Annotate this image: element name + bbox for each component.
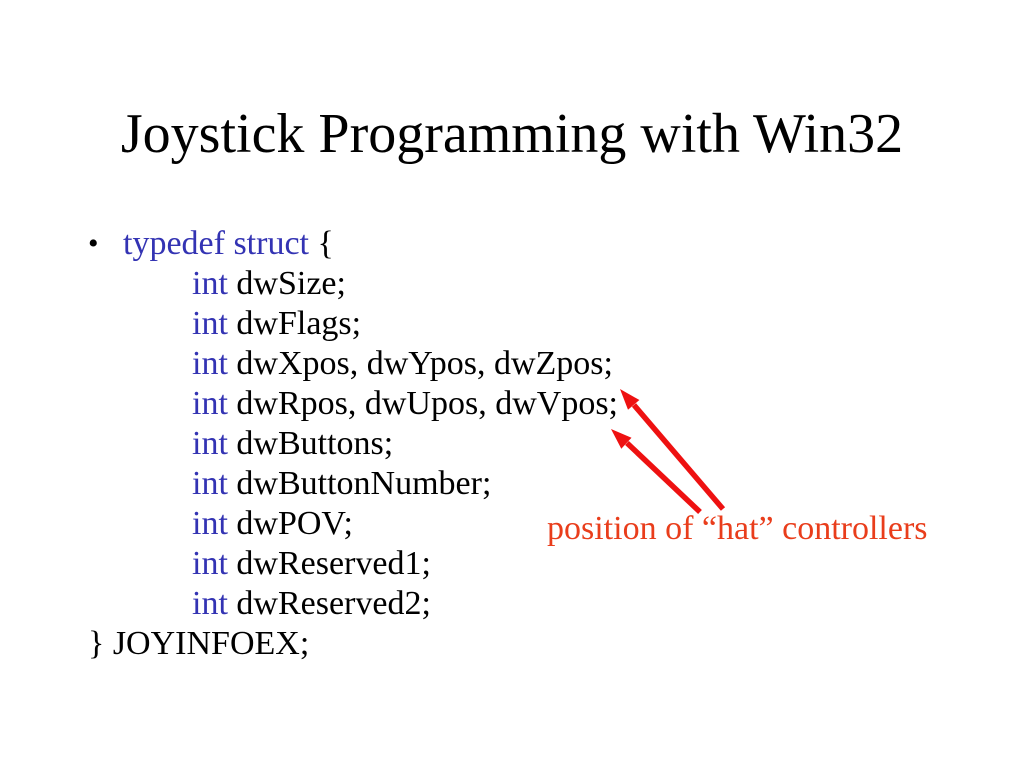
code-line: • typedef struct { [0,224,618,264]
code-line: int dwReserved2; [0,584,618,624]
code-keyword: int [192,385,228,422]
code-line: int dwReserved1; [0,544,618,584]
code-keyword: int [192,545,228,582]
code-text: dwButtons; [227,425,394,462]
code-text: dwRpos, dwUpos, dwVpos; [227,385,618,422]
code-text: { [309,225,334,262]
bullet-marker: • [88,227,99,260]
code-line: int dwButtons; [0,424,618,464]
code-text: dwReserved1; [227,545,431,582]
code-text: dwFlags; [227,305,362,342]
code-text: dwReserved2; [227,585,431,622]
annotation-arrow-upper-icon [620,389,726,511]
code-keyword: int [192,425,228,462]
annotation-label: position of “hat” controllers [547,510,928,547]
code-keyword: int [192,465,228,502]
code-keyword: int [192,505,228,542]
code-block: • typedef struct { int dwSize; int dwFlag… [0,224,618,664]
code-line: int dwRpos, dwUpos, dwVpos; [0,384,618,424]
code-text: dwSize; [227,265,346,302]
code-line: int dwButtonNumber; [0,464,618,504]
code-text: dwButtonNumber; [227,465,492,502]
annotation-arrow-lower-icon [611,429,702,514]
code-keyword: typedef struct [123,225,309,262]
code-keyword: int [192,265,228,302]
code-text: dwXpos, dwYpos, dwZpos; [227,345,613,382]
code-line: int dwPOV; [0,504,618,544]
code-line: int dwXpos, dwYpos, dwZpos; [0,344,618,384]
slide-title: Joystick Programming with Win32 [120,103,904,165]
code-line: } JOYINFOEX; [0,624,618,664]
code-keyword: int [192,305,228,342]
code-keyword: int [192,345,228,382]
code-line: int dwSize; [0,264,618,304]
code-text: } JOYINFOEX; [88,625,310,662]
code-keyword: int [192,585,228,622]
code-line: int dwFlags; [0,304,618,344]
code-text: dwPOV; [227,505,353,542]
